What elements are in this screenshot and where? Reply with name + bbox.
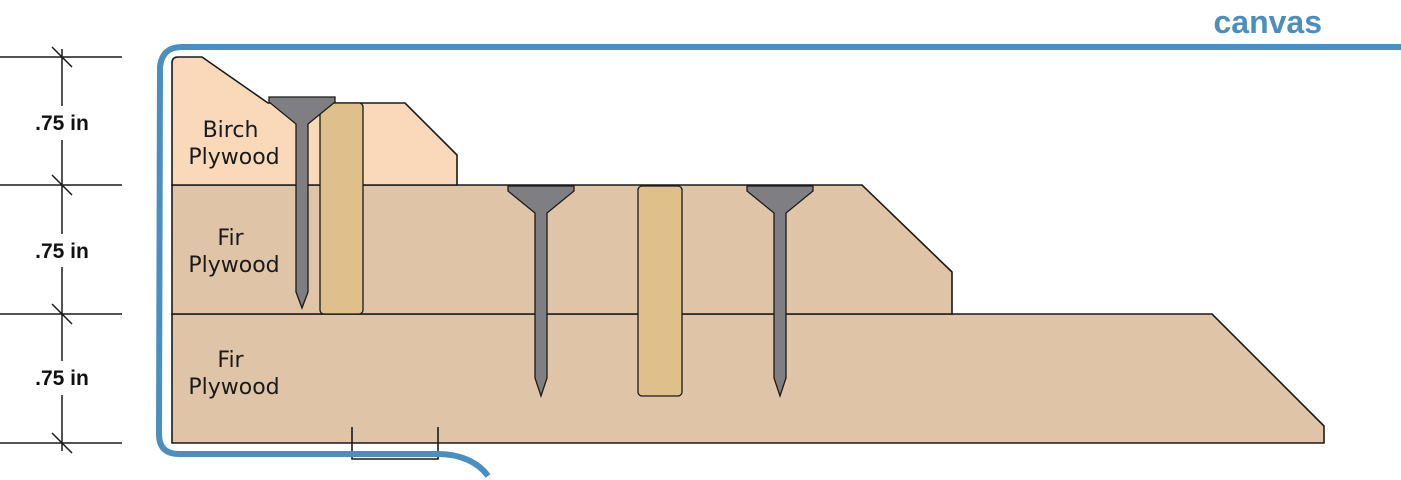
- tick-mark: [51, 303, 73, 325]
- bottom-fir-plywood-layer: [171, 313, 1325, 444]
- screw-left: [268, 96, 336, 310]
- screw-middle: [507, 185, 575, 399]
- tick-mark: [51, 432, 73, 454]
- dimension-label-middle: .75 in: [35, 240, 89, 263]
- dowel-center: [637, 185, 683, 397]
- layer-label-fir-middle: Fir Plywood: [188, 226, 279, 278]
- layer-label-line1: Fir: [217, 348, 244, 373]
- dimension-label-top: .75 in: [35, 112, 89, 135]
- middle-fir-plywood-layer: [171, 184, 953, 315]
- layer-label-line2: Plywood: [188, 375, 279, 400]
- tick-mark: [51, 46, 73, 68]
- staple: [351, 427, 439, 460]
- canvas-label: canvas: [1213, 4, 1322, 40]
- tick-mark: [51, 174, 73, 196]
- layer-label-fir-bottom: Fir Plywood: [188, 348, 279, 400]
- dimension-line: [0, 46, 122, 454]
- dimension-label-bottom: .75 in: [35, 367, 89, 390]
- layer-label-line2: Plywood: [188, 145, 279, 170]
- layer-label-line2: Plywood: [188, 253, 279, 278]
- layer-label-line1: Birch: [203, 118, 259, 143]
- layer-label-line1: Fir: [217, 226, 244, 251]
- canvas-wrap-line: [156, 44, 1401, 478]
- dowel-left: [319, 102, 364, 315]
- top-birch-plywood-layer: [171, 56, 458, 186]
- screw-right: [746, 185, 814, 399]
- layer-label-birch: Birch Plywood: [188, 118, 279, 170]
